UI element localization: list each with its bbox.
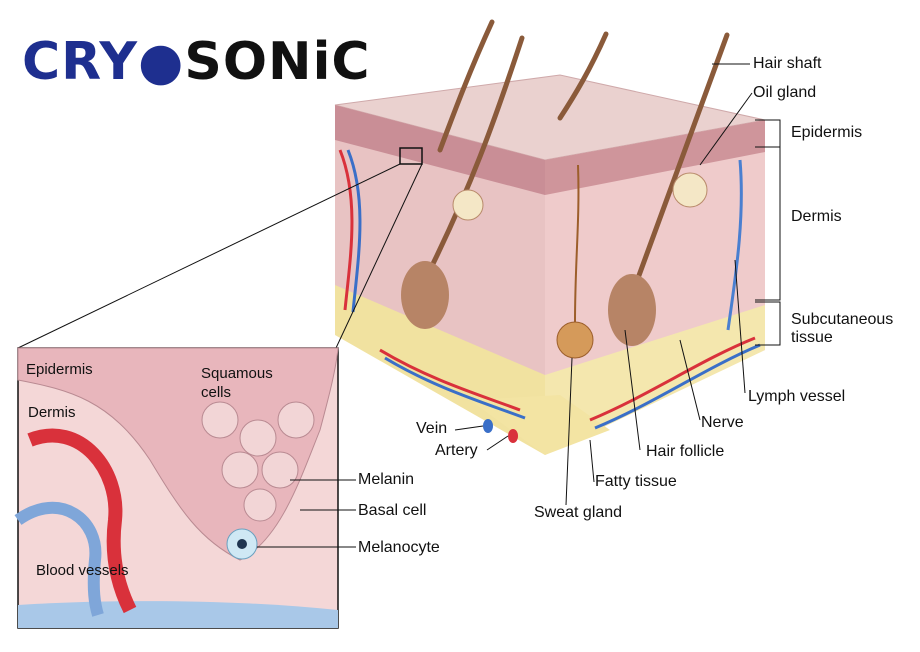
vein-cap	[483, 419, 493, 433]
artery-branch-2	[379, 348, 521, 412]
epidermis-band-right	[545, 120, 765, 195]
logo-part-1: CRY	[22, 32, 139, 92]
label-subcutaneous-1: Subcutaneous	[791, 311, 894, 328]
squamous-cell	[261, 451, 299, 489]
cryosonic-logo: CRY●SONiC	[22, 36, 371, 88]
squamous-cell	[239, 419, 277, 457]
inset-label-dermis: Dermis	[28, 404, 76, 421]
inset-panel	[14, 347, 356, 629]
oil-gland-right	[672, 172, 708, 208]
lymph-vessel	[726, 159, 743, 331]
artery-branch-3	[589, 336, 756, 422]
logo-part-2: SONiC	[184, 32, 371, 92]
inset-cells	[201, 401, 315, 522]
bracket-dermis	[755, 146, 781, 301]
label-oil-gland: Oil gland	[753, 84, 817, 101]
hair-1	[437, 19, 495, 153]
label-subcutaneous-2: tissue	[791, 329, 833, 346]
label-nerve: Nerve	[701, 414, 744, 431]
inset-label-melanocyte: Melanocyte	[358, 539, 440, 556]
squamous-cell	[201, 401, 239, 439]
hair-follicle-right	[608, 274, 656, 346]
leader-fatty	[589, 439, 595, 483]
hair-2	[422, 35, 525, 283]
inset-label-basal-cell: Basal cell	[358, 502, 427, 519]
block-vessels	[338, 149, 761, 430]
label-artery: Artery	[435, 442, 478, 459]
artery-branch-1	[338, 149, 354, 311]
label-sweat-gland: Sweat gland	[534, 504, 623, 521]
artery-cap	[508, 429, 518, 443]
logo-eye-icon: ●	[138, 32, 185, 92]
skin-block	[334, 74, 766, 455]
zoom-line-2	[335, 163, 423, 349]
leader-vein	[454, 425, 484, 431]
leader-sweat	[565, 357, 573, 506]
bracket-subcutaneous	[755, 301, 781, 346]
fatty-layer-right	[545, 305, 765, 455]
leader-oil-gland	[699, 92, 753, 166]
inset-label-squamous-2: cells	[201, 384, 232, 401]
leader-lymph	[734, 259, 746, 394]
leader-artery	[486, 435, 509, 451]
melanocyte-nucleus	[237, 539, 247, 549]
inset-label-squamous-1: Squamous	[201, 365, 273, 382]
label-hair-shaft: Hair shaft	[753, 55, 822, 72]
oil-gland-left	[452, 189, 484, 221]
inset-artery	[27, 428, 137, 614]
zoom-line-1	[17, 163, 401, 349]
vein-branch-3	[594, 343, 761, 430]
inset-vein	[14, 501, 104, 617]
inset-label-melanin: Melanin	[358, 471, 415, 488]
squamous-cell	[243, 488, 277, 522]
squamous-cell	[221, 451, 259, 489]
inset-label-epidermis: Epidermis	[26, 361, 93, 378]
squamous-cell	[277, 401, 315, 439]
leader-hair-follicle	[624, 329, 641, 451]
label-lymph-vessel: Lymph vessel	[748, 388, 846, 405]
right-leaders	[454, 63, 781, 506]
sweat-gland	[556, 321, 594, 359]
label-fatty-tissue: Fatty tissue	[595, 473, 677, 490]
leader-nerve	[679, 339, 701, 421]
sweat-duct	[574, 164, 580, 323]
label-vein: Vein	[416, 420, 448, 437]
hair-follicle-left	[401, 261, 449, 329]
hair-3	[557, 31, 609, 121]
vein-branch-1	[346, 149, 362, 313]
inset-label-blood-vessels: Blood vessels	[36, 562, 129, 579]
label-dermis: Dermis	[791, 208, 842, 225]
label-hair-follicle: Hair follicle	[646, 443, 725, 460]
zoom-marker	[399, 147, 423, 165]
vein-branch-2	[384, 356, 526, 420]
label-epidermis: Epidermis	[791, 124, 863, 141]
